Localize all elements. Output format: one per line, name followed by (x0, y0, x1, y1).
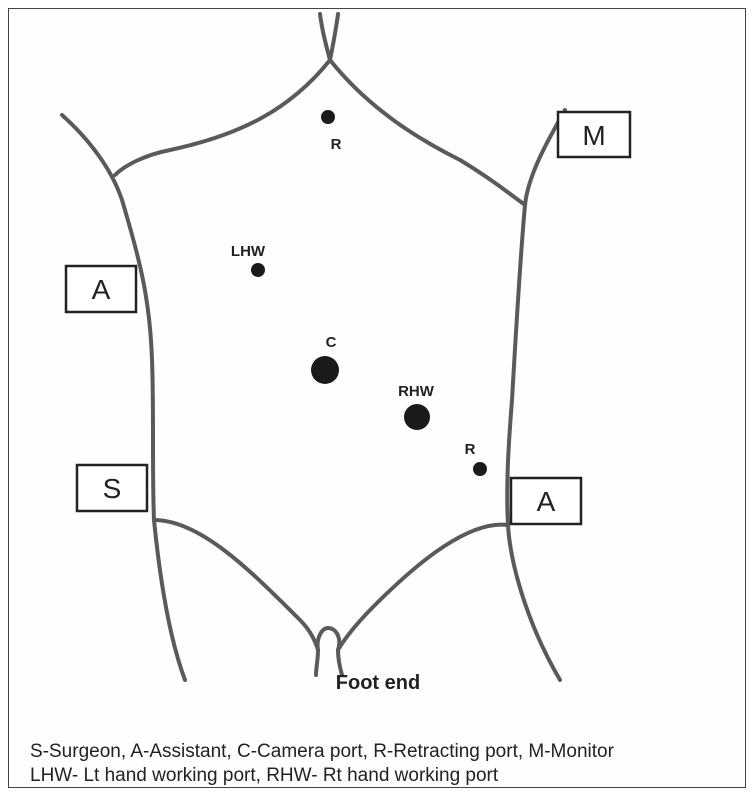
left-outer-line (62, 115, 185, 680)
assistant-right-box: A (511, 478, 581, 524)
neck-stroke-left (320, 14, 330, 60)
surgeon-box-label: S (103, 473, 122, 504)
port-r-bottom-label: R (465, 441, 476, 458)
foot-end-label: Foot end (0, 672, 756, 695)
monitor-box: M (558, 112, 630, 157)
abdomen-outline (62, 14, 565, 680)
port-r-bottom-dot (473, 462, 487, 476)
assistant-left-box: A (66, 266, 136, 312)
legend-line-2: LHW- Lt hand working port, RHW- Rt hand … (30, 764, 750, 788)
surgeon-box: S (77, 465, 147, 511)
port-c-dot (311, 356, 339, 384)
monitor-box-label: M (582, 120, 605, 151)
upper-torso-left (115, 60, 330, 175)
lower-torso-right (338, 525, 508, 650)
port-rhw-dot (404, 404, 430, 430)
port-lhw-label: LHW (231, 243, 266, 260)
port-c-label: C (326, 334, 337, 351)
foot-loop (318, 628, 340, 650)
ports (251, 110, 487, 476)
assistant-right-box-label: A (537, 486, 556, 517)
right-outer-line (507, 110, 565, 680)
assistant-left-box-label: A (92, 274, 111, 305)
port-rhw-label: RHW (398, 383, 435, 400)
lower-torso-left (154, 520, 318, 650)
port-r-top-label: R (331, 136, 342, 153)
upper-torso-right (330, 60, 525, 205)
port-lhw-dot (251, 263, 265, 277)
legend: S-Surgeon, A-Assistant, C-Camera port, R… (30, 740, 750, 788)
neck-stroke-right (330, 14, 338, 60)
legend-line-1: S-Surgeon, A-Assistant, C-Camera port, R… (30, 740, 750, 764)
port-r-top-dot (321, 110, 335, 124)
